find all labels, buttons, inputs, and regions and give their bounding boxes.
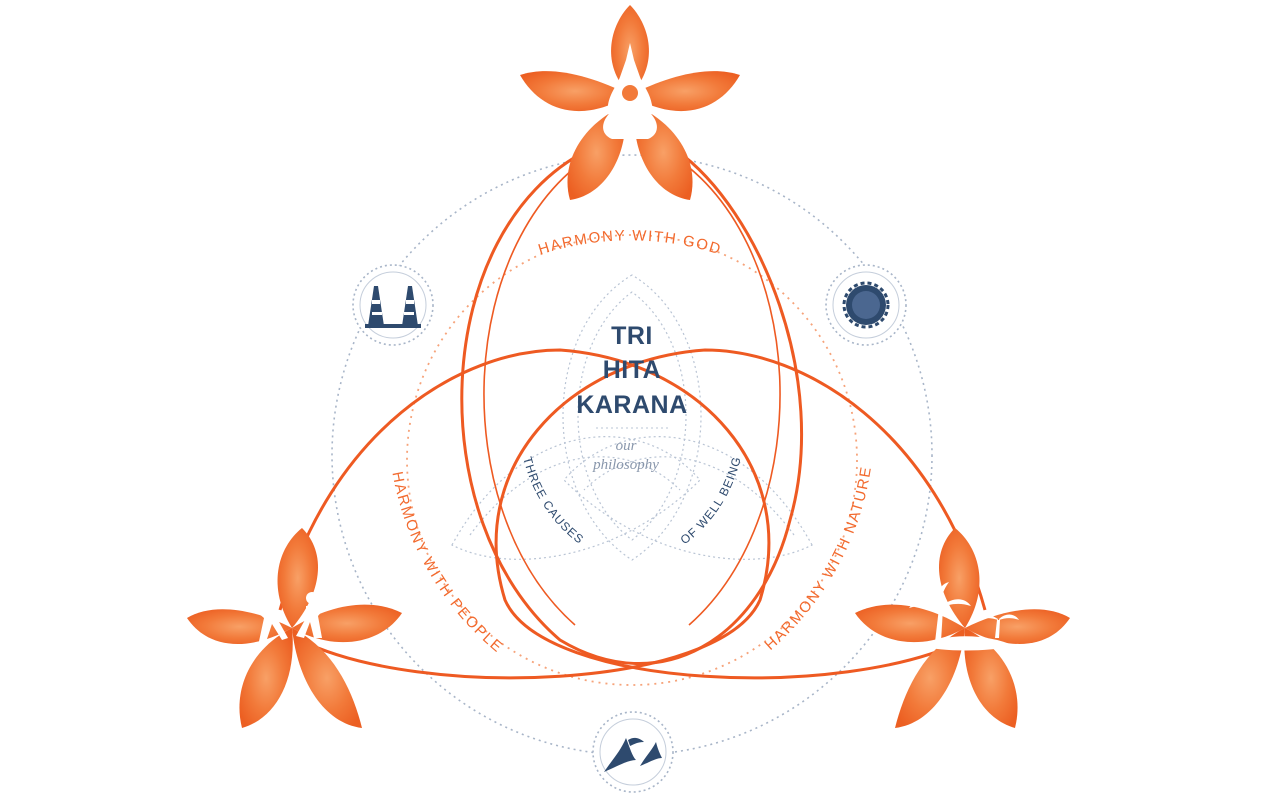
birds-badge (592, 711, 674, 793)
of-well-being-label: OF WELL BEING (678, 455, 744, 547)
palm-island-icon (909, 582, 1019, 651)
outer-dotted-ring (331, 154, 933, 756)
sun-icon (842, 281, 890, 329)
sun-badge (825, 264, 907, 346)
inner-trinity-knot (451, 274, 813, 561)
subtitle-line-2: philosophy (592, 457, 659, 473)
title-line-2: HITA (603, 356, 661, 384)
temple-badge (352, 264, 434, 346)
harmony-with-god-label: HARMONY WITH GOD (536, 227, 724, 258)
orange-trinity-loops (278, 148, 987, 680)
left-flower (187, 528, 402, 728)
orange-dotted-ring (406, 234, 858, 686)
right-flower (855, 528, 1070, 728)
praying-figure-icon (603, 43, 657, 139)
dancers-icon (252, 581, 330, 648)
temple-gate-icon (365, 286, 421, 328)
swallows-icon (604, 737, 662, 772)
subtitle: our philosophy (592, 438, 659, 473)
title-line-1: TRI (611, 322, 653, 350)
center-title: TRI HITA KARANA (576, 322, 687, 419)
subtitle-line-1: our (616, 438, 637, 454)
three-causes-label: THREE CAUSES (520, 455, 586, 547)
title-line-3: KARANA (576, 391, 687, 419)
harmony-with-people-label: HARMONY WITH PEOPLE (388, 470, 506, 656)
top-flower (520, 5, 740, 200)
